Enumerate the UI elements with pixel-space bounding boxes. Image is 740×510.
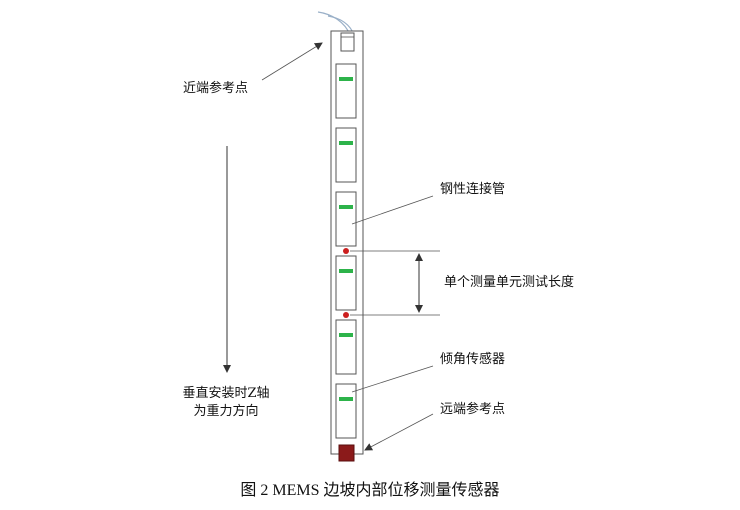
label-steel-connecting-tube: 钢性连接管 [440,182,506,197]
label-far-reference-point: 远端参考点 [440,402,506,417]
leader-steel-tube [351,195,434,225]
leader-far-ref [364,413,434,451]
leader-tilt-sensor [351,365,434,393]
label-near-reference-point: 近端参考点 [183,81,249,96]
sensor-chip-4 [339,269,353,273]
sensor-chip-1 [339,77,353,81]
leader-near-ref [261,42,323,81]
sensor-unit-3 [335,191,357,247]
sensor-units [335,63,357,439]
sensor-unit-2 [335,127,357,183]
label-gravity-line2: 为重力方向 [193,404,259,419]
label-unit-test-length: 单个测量单元测试长度 [444,275,575,290]
sensor-unit-5 [335,319,357,375]
sensor-chip-3 [339,205,353,209]
far-end-block [338,444,355,462]
marker-dot-lower [343,312,349,318]
sensor-unit-6 [335,383,357,439]
marker-dot-upper [343,248,349,254]
label-gravity-line1: 垂直安装时Z轴 [182,386,270,401]
sensor-chip-5 [339,333,353,337]
sensor-unit-1 [335,63,357,119]
top-connector [340,32,355,52]
sensor-chip-6 [339,397,353,401]
sensor-unit-4 [335,255,357,311]
label-tilt-sensor: 倾角传感器 [440,352,506,367]
sensor-chip-2 [339,141,353,145]
figure-caption: 图 2 MEMS 边坡内部位移测量传感器 [240,482,500,499]
